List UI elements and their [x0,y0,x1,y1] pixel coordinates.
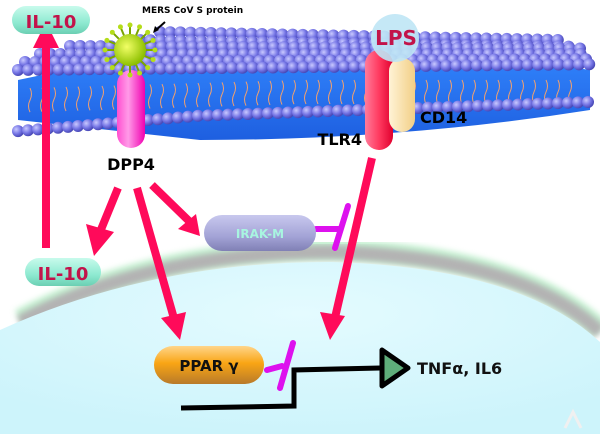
il10-mid-box [25,258,101,286]
il10-mid-label: IL-10 [38,264,89,285]
mers-label: MERS CoV S protein [142,6,243,16]
nucleus [0,238,600,434]
dpp4-to-il10-arrow [96,186,122,234]
cell-membrane [12,26,596,140]
mers-virus-icon [102,22,158,78]
il10-top-label: IL-10 [26,12,77,33]
dpp4-label: DPP4 [107,155,155,174]
tlr4-to-nucleus-arrow [330,157,376,323]
output-label: TNFα, IL6 [417,359,502,378]
il10-top-box [12,6,90,34]
dpp4-to-irakm-arrow [149,182,193,225]
arrows [33,22,376,340]
irakm-box [204,215,316,251]
tlr4-receptor [365,50,393,150]
irakm-inhibit-marker [313,203,351,251]
lps-label: LPS [375,26,417,50]
pparg-box [154,346,264,384]
dpp4-receptor [117,70,145,148]
tlr4-label: TLR4 [317,130,362,149]
pparg-label: PPAR γ [179,357,238,375]
lps-molecule [371,14,419,62]
watermark-icon [563,408,583,429]
irakm-label: IRAK-M [236,227,284,241]
cd14-label: CD14 [420,108,467,127]
promoter-triangle-icon [379,347,411,389]
inhibition-markers [264,203,351,391]
gene-promoter [180,347,411,411]
pparg-inhibit-marker [264,340,296,391]
cd14-receptor [389,58,415,132]
dpp4-to-pparg-arrow [133,186,179,324]
